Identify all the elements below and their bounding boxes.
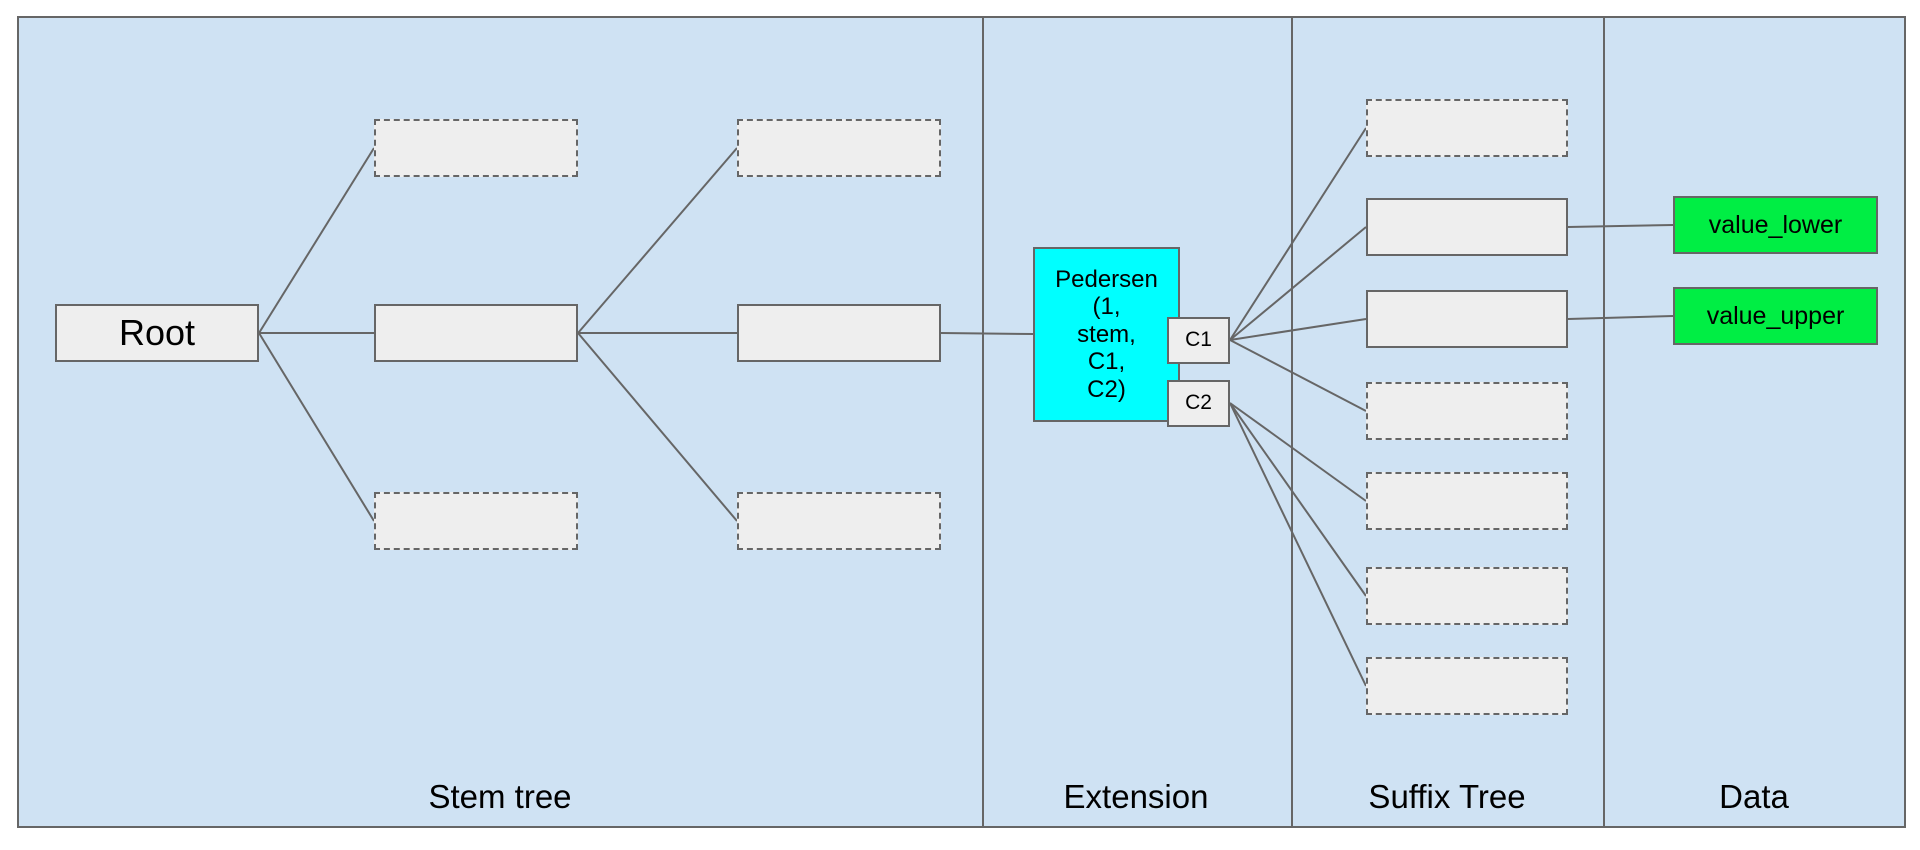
section-label-extension: Extension	[1063, 778, 1209, 815]
section-label-data: Data	[1719, 778, 1789, 815]
node-value-upper[interactable]: value_upper	[1673, 287, 1878, 345]
node-stem-l3-bottom[interactable]	[737, 492, 941, 550]
section-label-stem-tree: Stem tree	[428, 778, 572, 815]
node-suffix-7[interactable]	[1366, 657, 1568, 715]
diagram-frame	[17, 16, 1906, 828]
node-stem-l2-top[interactable]	[374, 119, 578, 177]
node-stem-l2-bottom[interactable]	[374, 492, 578, 550]
node-pedersen[interactable]: Pedersen (1, stem, C1, C2)	[1033, 247, 1180, 422]
node-stem-l3-mid[interactable]	[737, 304, 941, 362]
section-label-suffix-tree: Suffix Tree	[1368, 778, 1526, 815]
node-suffix-5[interactable]	[1366, 472, 1568, 530]
node-suffix-1[interactable]	[1366, 99, 1568, 157]
section-divider-2	[1291, 16, 1293, 828]
node-suffix-3[interactable]	[1366, 290, 1568, 348]
node-stem-l2-mid[interactable]	[374, 304, 578, 362]
node-c2[interactable]: C2	[1167, 380, 1230, 427]
section-divider-3	[1603, 16, 1605, 828]
node-value-lower[interactable]: value_lower	[1673, 196, 1878, 254]
section-divider-1	[982, 16, 984, 828]
node-root[interactable]: Root	[55, 304, 259, 362]
node-suffix-4[interactable]	[1366, 382, 1568, 440]
node-stem-l3-top[interactable]	[737, 119, 941, 177]
node-c1[interactable]: C1	[1167, 317, 1230, 364]
node-suffix-2[interactable]	[1366, 198, 1568, 256]
node-suffix-6[interactable]	[1366, 567, 1568, 625]
